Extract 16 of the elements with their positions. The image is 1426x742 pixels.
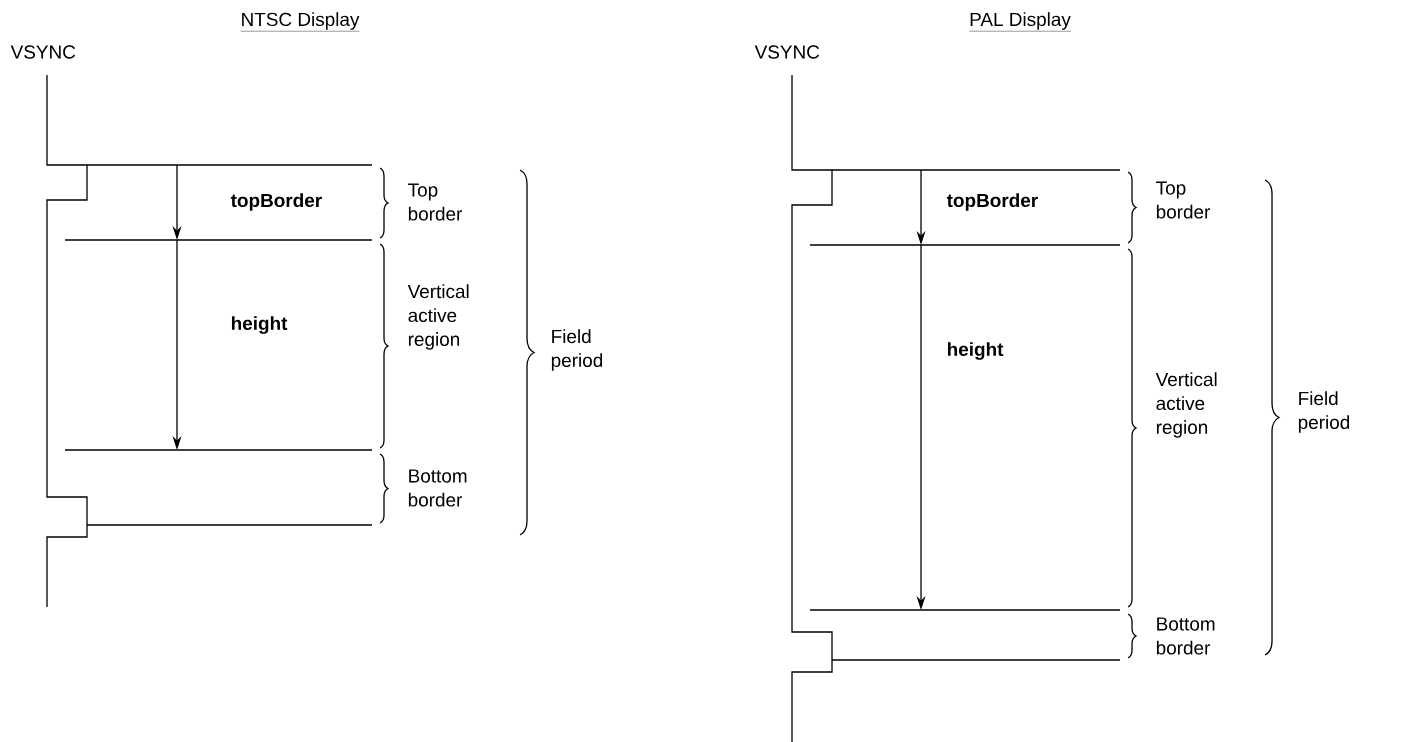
region-label: Bottom border [408,469,467,507]
dimension-label: topBorder [946,193,1038,211]
region-label: Bottom border [1156,617,1215,655]
panel-heading: PAL Display [968,12,1072,32]
region-label: Vertical active region [1155,372,1217,438]
region-label: Field period [1298,391,1350,433]
dimension-label: height [232,316,288,334]
region-label: Field period [551,329,603,371]
panel-heading: NTSC Display [240,12,360,32]
dimension-label: topBorder [230,193,322,211]
region-label: Top border [408,183,463,221]
signal-label: VSYNC [10,45,76,59]
region-label: Top border [1156,181,1211,219]
signal-label: VSYNC [754,45,820,59]
dimension-label: height [948,342,1004,360]
region-label: Vertical active region [407,284,469,350]
